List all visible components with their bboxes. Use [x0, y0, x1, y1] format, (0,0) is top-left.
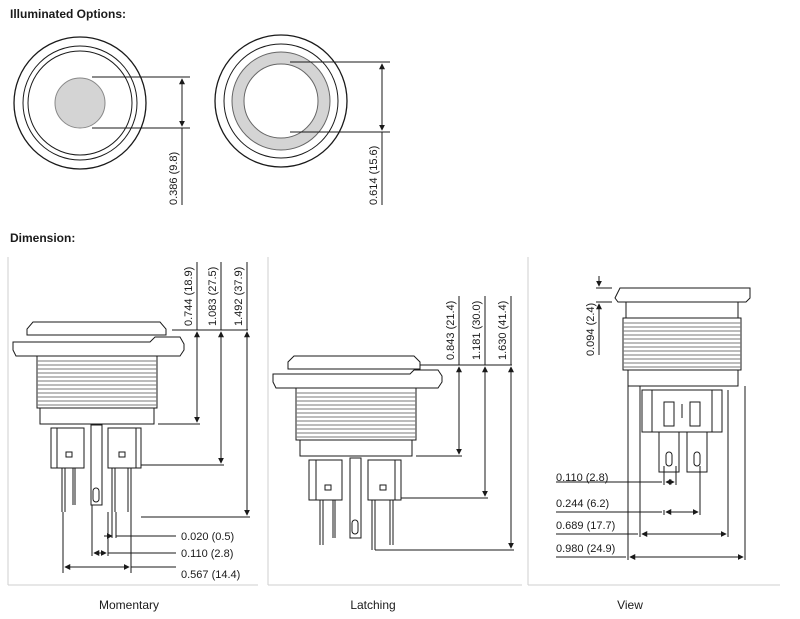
side-view-drawing — [556, 276, 751, 560]
latching-dim-3: 1.630 (41.4) — [497, 301, 509, 360]
view-dim-h1: 0.110 (2.8) — [556, 472, 608, 484]
latching-dim-1: 0.843 (21.4) — [445, 301, 457, 360]
illuminated-ring-option — [214, 34, 390, 205]
momentary-dim-2: 1.083 (27.5) — [207, 267, 219, 326]
latching-label: Latching — [350, 598, 396, 612]
momentary-switch-drawing — [12, 262, 250, 573]
view-dim-h4: 0.980 (24.9) — [556, 543, 615, 555]
momentary-dim-h2: 0.110 (2.8) — [181, 548, 233, 560]
view-label: View — [617, 598, 643, 612]
illuminated-options-heading: Illuminated Options: — [10, 7, 126, 21]
view-dim-h3: 0.689 (17.7) — [556, 520, 615, 532]
view-dim-vertical: 0.094 (2.4) — [585, 303, 597, 356]
view-dim-h2: 0.244 (6.2) — [556, 498, 609, 510]
latching-switch-drawing — [272, 296, 514, 551]
panel-frames — [7, 257, 780, 586]
momentary-dim-h1: 0.020 (0.5) — [181, 531, 234, 543]
illuminated-dot-option — [13, 36, 190, 205]
momentary-dim-3: 1.492 (37.9) — [233, 267, 245, 326]
dot-diameter-dim: 0.386 (9.8) — [168, 152, 180, 205]
latching-dim-2: 1.181 (30.0) — [471, 301, 483, 360]
momentary-dim-h3: 0.567 (14.4) — [181, 569, 240, 581]
momentary-dim-1: 0.744 (18.9) — [183, 267, 195, 326]
dimension-heading: Dimension: — [10, 231, 76, 245]
ring-diameter-dim: 0.614 (15.6) — [368, 146, 380, 205]
momentary-label: Momentary — [98, 598, 160, 612]
